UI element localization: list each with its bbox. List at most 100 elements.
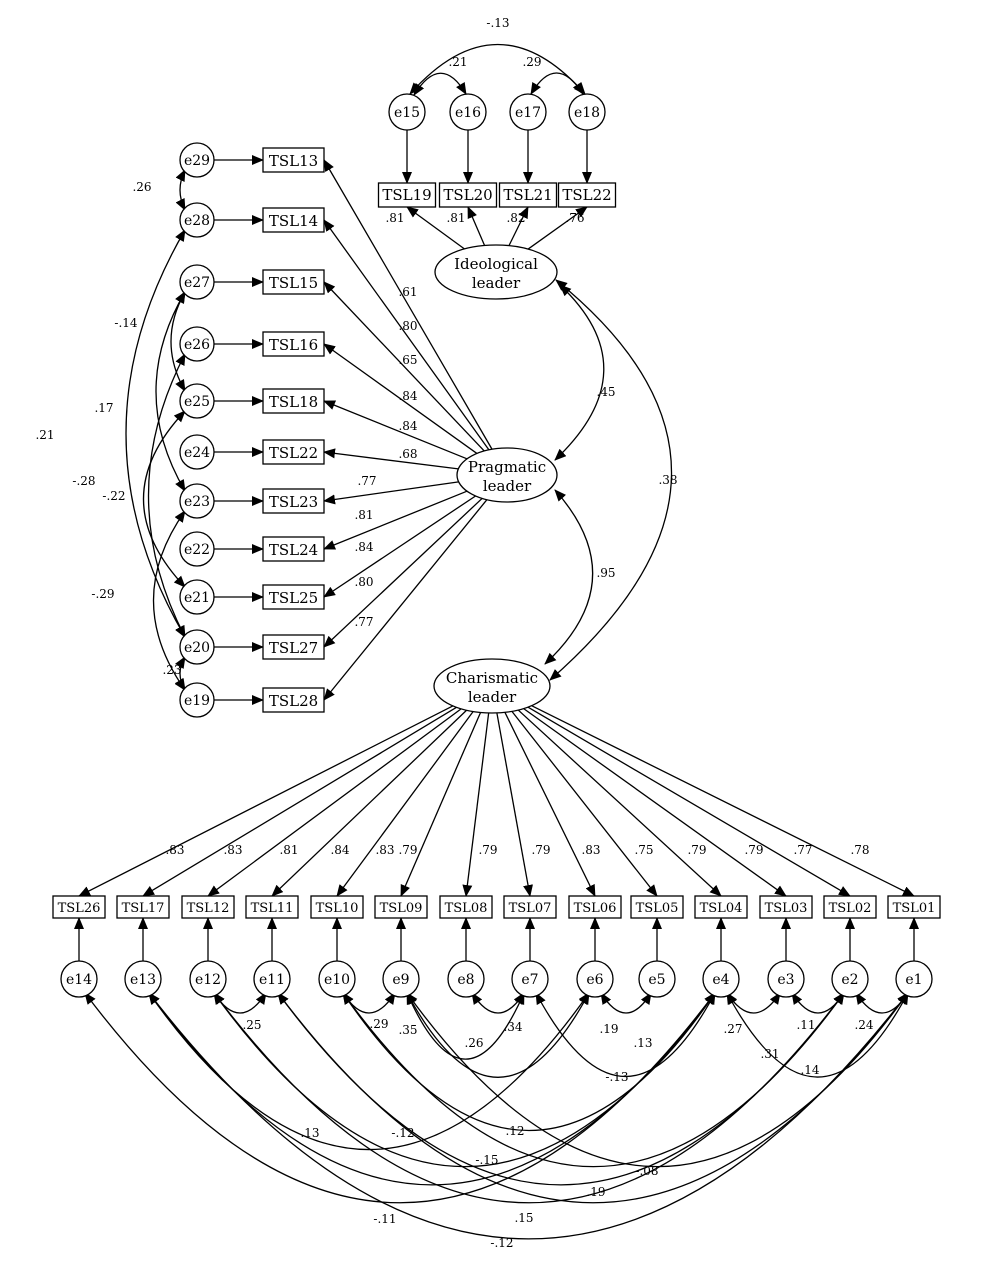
error-label: e11 xyxy=(259,972,285,988)
loading-value: .80 xyxy=(354,575,373,589)
indicator-tsl23[interactable]: TSL23 xyxy=(262,488,325,514)
indicator-label: TSL28 xyxy=(269,692,318,710)
error-e4[interactable]: e4 xyxy=(702,960,740,998)
error-label: e26 xyxy=(184,337,210,353)
latent-ideological-label-line1: Ideological xyxy=(454,255,538,273)
covariance-e15-e18 xyxy=(409,43,586,95)
indicator-tsl28[interactable]: TSL28 xyxy=(262,687,325,713)
indicator-tsl21[interactable]: TSL21 xyxy=(498,182,558,208)
loading-value: .75 xyxy=(634,843,653,857)
indicator-label: TSL02 xyxy=(829,901,872,916)
covariance-value: -.28 xyxy=(72,474,95,488)
error-e7[interactable]: e7 xyxy=(511,960,549,998)
error-label: e29 xyxy=(184,153,210,169)
indicator-tsl22[interactable]: TSL22 xyxy=(262,439,325,465)
error-e20[interactable]: e20 xyxy=(179,629,215,665)
indicator-label: TSL20 xyxy=(443,186,492,204)
error-e11[interactable]: e11 xyxy=(253,960,291,998)
error-e17[interactable]: e17 xyxy=(509,93,547,131)
indicator-tsl07[interactable]: TSL07 xyxy=(503,895,557,919)
error-label: e27 xyxy=(184,275,210,291)
error-e14[interactable]: e14 xyxy=(60,960,98,998)
error-e28[interactable]: e28 xyxy=(179,202,215,238)
covariance-e26-e20 xyxy=(147,353,186,638)
indicator-tsl12[interactable]: TSL12 xyxy=(181,895,235,919)
covariance-e29-e28 xyxy=(175,169,186,211)
error-e26[interactable]: e26 xyxy=(179,326,215,362)
loading-arrow xyxy=(323,400,468,460)
loading-arrow xyxy=(511,710,658,897)
latent-pragmatic-label-line1: Pragmatic xyxy=(468,458,546,476)
indicator-tsl18[interactable]: TSL18 xyxy=(262,388,325,414)
covariance-value: .26 xyxy=(132,180,151,194)
indicator-tsl09[interactable]: TSL09 xyxy=(374,895,428,919)
indicator-tsl11[interactable]: TSL11 xyxy=(245,895,299,919)
indicator-tsl14[interactable]: TSL14 xyxy=(262,207,325,233)
error-label: e22 xyxy=(184,542,210,558)
indicator-tsl02[interactable]: TSL02 xyxy=(823,895,877,919)
indicator-tsl27[interactable]: TSL27 xyxy=(262,634,325,660)
indicator-tsl24[interactable]: TSL24 xyxy=(262,536,325,562)
loading-arrow xyxy=(462,712,490,897)
error-e15[interactable]: e15 xyxy=(388,93,426,131)
covariance-value: -.11 xyxy=(373,1212,396,1226)
loading-value: .84 xyxy=(330,843,349,857)
covariance-value: .11 xyxy=(796,1018,815,1032)
covariance-value: .27 xyxy=(723,1022,742,1036)
indicator-tsl15[interactable]: TSL15 xyxy=(262,269,325,295)
covariance-value: -.15 xyxy=(475,1153,498,1167)
indicator-label: TSL25 xyxy=(269,589,318,607)
error-e8[interactable]: e8 xyxy=(447,960,485,998)
latent-charismatic-leader[interactable]: Charismatic leader xyxy=(433,658,551,714)
error-e13[interactable]: e13 xyxy=(124,960,162,998)
error-e2[interactable]: e2 xyxy=(831,960,869,998)
indicator-tsl03[interactable]: TSL03 xyxy=(759,895,813,919)
indicator-tsl26[interactable]: TSL26 xyxy=(52,895,106,919)
indicator-tsl22[interactable]: TSL22 xyxy=(557,182,617,208)
indicator-tsl19[interactable]: TSL19 xyxy=(377,182,437,208)
indicator-label: TSL22 xyxy=(269,444,318,462)
indicator-tsl25[interactable]: TSL25 xyxy=(262,584,325,610)
error-e21[interactable]: e21 xyxy=(179,579,215,615)
error-e12[interactable]: e12 xyxy=(189,960,227,998)
loading-value: .81 xyxy=(279,843,298,857)
indicator-tsl06[interactable]: TSL06 xyxy=(568,895,622,919)
indicator-tsl17[interactable]: TSL17 xyxy=(116,895,170,919)
error-label: e14 xyxy=(66,972,92,988)
error-e29[interactable]: e29 xyxy=(179,142,215,178)
covariance-value: .21 xyxy=(448,55,467,69)
latent-ideological-leader[interactable]: Ideological leader xyxy=(434,244,558,300)
indicator-tsl01[interactable]: TSL01 xyxy=(887,895,941,919)
covariance-e20-e19 xyxy=(175,656,186,691)
loading-value: .77 xyxy=(357,474,376,488)
indicator-tsl16[interactable]: TSL16 xyxy=(262,331,325,357)
latent-pragmatic-leader[interactable]: Pragmatic leader xyxy=(456,447,558,503)
indicator-tsl08[interactable]: TSL08 xyxy=(439,895,493,919)
loading-arrow xyxy=(323,495,476,598)
indicator-tsl20[interactable]: TSL20 xyxy=(438,182,498,208)
error-e1[interactable]: e1 xyxy=(895,960,933,998)
error-e6[interactable]: e6 xyxy=(576,960,614,998)
error-e23[interactable]: e23 xyxy=(179,483,215,519)
error-e5[interactable]: e5 xyxy=(638,960,676,998)
indicator-tsl05[interactable]: TSL05 xyxy=(630,895,684,919)
indicator-tsl04[interactable]: TSL04 xyxy=(694,895,748,919)
error-e10[interactable]: e10 xyxy=(318,960,356,998)
error-e24[interactable]: e24 xyxy=(179,434,215,470)
error-e25[interactable]: e25 xyxy=(179,383,215,419)
loading-value: .79 xyxy=(744,843,763,857)
latent-correlation-ideological-pragmatic xyxy=(554,284,605,461)
error-e16[interactable]: e16 xyxy=(449,93,487,131)
error-e27[interactable]: e27 xyxy=(179,264,215,300)
error-e9[interactable]: e9 xyxy=(382,960,420,998)
indicator-tsl13[interactable]: TSL13 xyxy=(262,147,325,173)
error-e19[interactable]: e19 xyxy=(179,682,215,718)
loading-arrow xyxy=(400,712,482,897)
indicator-label: TSL06 xyxy=(574,901,617,916)
error-e22[interactable]: e22 xyxy=(179,531,215,567)
error-e18[interactable]: e18 xyxy=(568,93,606,131)
error-e3[interactable]: e3 xyxy=(767,960,805,998)
error-label: e25 xyxy=(184,394,210,410)
indicator-label: TSL22 xyxy=(562,186,611,204)
indicator-tsl10[interactable]: TSL10 xyxy=(310,895,364,919)
